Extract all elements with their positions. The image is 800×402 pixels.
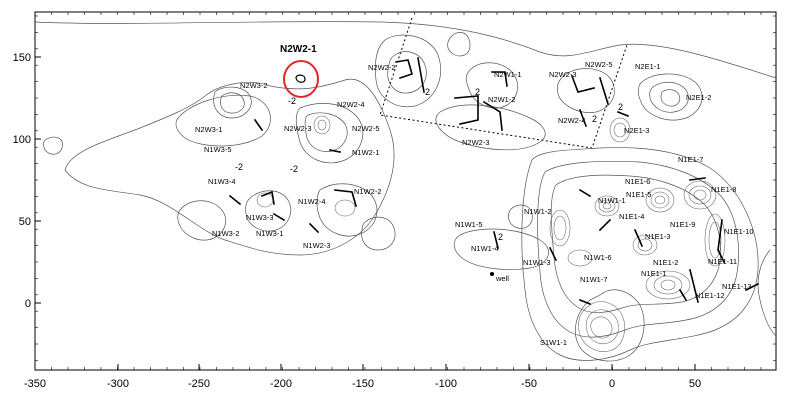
y-tick-label: 150 (13, 52, 31, 64)
site-label-n1w3-1: N1W3-1 (256, 229, 284, 238)
site-label-n1w1-6: N1W1-6 (584, 253, 612, 262)
contour-value: 2 (592, 114, 597, 124)
site-label-n1w3-4: N1W3-4 (208, 177, 236, 186)
highlight-feature (295, 74, 306, 83)
site-label-n1e1-4: N1E1-4 (619, 212, 644, 221)
x-tick-label: -350 (24, 378, 46, 390)
y-tick-label: 0 (25, 298, 31, 310)
site-label-n1e1-9: N1E1-9 (670, 220, 695, 229)
site-label-n2w2-5b: N2W2-5 (585, 60, 613, 69)
site-label-n2w1-2: N2W1-2 (488, 95, 516, 104)
site-label-n2w3-1: N2W3-1 (195, 125, 223, 134)
contour-value: -2 (235, 162, 243, 172)
highlight-annotation: N2W2-1 (280, 44, 319, 98)
site-label-n1e1-10: N1E1-10 (724, 227, 754, 236)
site-label-n1w2-2a: N1W2-2 (354, 187, 382, 196)
site-label-n1e1-13: N1E1-13 (722, 282, 752, 291)
site-label-n2w2-4: N2W2-4 (337, 100, 365, 109)
site-label-n2w1-1: N2W1-1 (494, 70, 522, 79)
site-label-n1e1-3: N1E1-3 (645, 232, 670, 241)
contour-value: 2 (475, 87, 480, 97)
site-label-n1w2-4: N1W2-4 (298, 197, 326, 206)
map-frame (34, 11, 777, 371)
site-label-n2e1-3: N2E1-3 (624, 126, 649, 135)
contour-value: 2 (425, 87, 430, 97)
contour-lines (34, 21, 777, 362)
site-label-n1e1-2: N1E1-2 (653, 258, 678, 267)
x-tick-label: -250 (188, 378, 210, 390)
contour-value: -2 (290, 164, 298, 174)
x-tick-label: -150 (352, 378, 374, 390)
site-label-n2e1-1: N2E1-1 (635, 62, 660, 71)
y-tick-label: 100 (13, 134, 31, 146)
x-tick-label: -50 (521, 378, 537, 390)
highlight-label: N2W2-1 (280, 44, 317, 55)
site-label-n1w1-2a: N1W1-2 (524, 207, 552, 216)
site-label-n2w2-3b: N2W2-3 (549, 70, 577, 79)
y-axis-ticks: 150 100 50 0 (13, 15, 776, 361)
site-label-n1w2-1: N1W2-1 (352, 148, 380, 157)
site-label-n1w1-5: N1W1-5 (455, 220, 483, 229)
site-label-n1w1-3: N1W1-3 (523, 258, 551, 267)
wall-features (228, 57, 760, 306)
highlight-circle (283, 60, 319, 98)
x-tick-label: -100 (435, 378, 457, 390)
site-label-well: well (495, 274, 509, 283)
site-label-n2w3-2: N2W3-2 (240, 81, 268, 90)
x-tick-label: -200 (270, 378, 292, 390)
survey-boundary (379, 17, 628, 149)
site-label-n1e1-12: N1E1-12 (695, 291, 725, 300)
x-tick-label: 50 (689, 378, 701, 390)
site-label-n1e1-8: N1E1-8 (711, 185, 736, 194)
site-label-n1w3-5: N1W3-5 (204, 145, 232, 154)
site-label-n2w2-2: N2W2-2 (368, 63, 396, 72)
contour-value: 2 (618, 102, 623, 112)
well-marker (490, 272, 494, 276)
x-tick-label: 0 (609, 378, 615, 390)
site-label-n1w3-3: N1W3-3 (246, 213, 274, 222)
site-label-n1e1-11: N1E1-11 (708, 257, 737, 266)
x-axis-ticks: -350 -300 -250 -200 -150 -100 -50 0 50 (24, 12, 762, 390)
site-label-n1e1-7: N1E1-7 (678, 155, 703, 164)
site-label-n1e1-6: N1E1-6 (625, 177, 650, 186)
site-label-n2w2-5a: N2W2-5 (352, 124, 380, 133)
contour-clusters (256, 115, 726, 300)
site-label-n1w3-2: N1W3-2 (212, 229, 240, 238)
y-tick-label: 50 (19, 216, 31, 228)
site-label-n1w1-7: N1W1-7 (580, 275, 608, 284)
site-label-n2e1-2: N2E1-2 (686, 93, 711, 102)
contour-value: 2 (498, 232, 503, 242)
site-label-n1e1-5: N1E1-5 (626, 190, 651, 199)
site-label-n2w2-3a: N2W2-3 (284, 124, 312, 133)
x-tick-label: -300 (107, 378, 129, 390)
site-label-n2w2-4b: N2W2-4 (558, 116, 586, 125)
site-label-n1w1-4: N1W1-4 (471, 244, 499, 253)
site-label-n2w2-3c: N2W2-3 (462, 138, 490, 147)
site-label-s1w1-1: S1W1-1 (540, 338, 567, 347)
site-label-n1w1-1: N1W1-1 (598, 196, 626, 205)
contour-value-labels: -2 -2 -2 2 2 2 2 2 (235, 87, 623, 242)
site-label-n1w2-3: N1W2-3 (303, 241, 331, 250)
site-label-n1e1-1: N1E1-1 (641, 269, 666, 278)
contour-value: -2 (288, 96, 296, 106)
